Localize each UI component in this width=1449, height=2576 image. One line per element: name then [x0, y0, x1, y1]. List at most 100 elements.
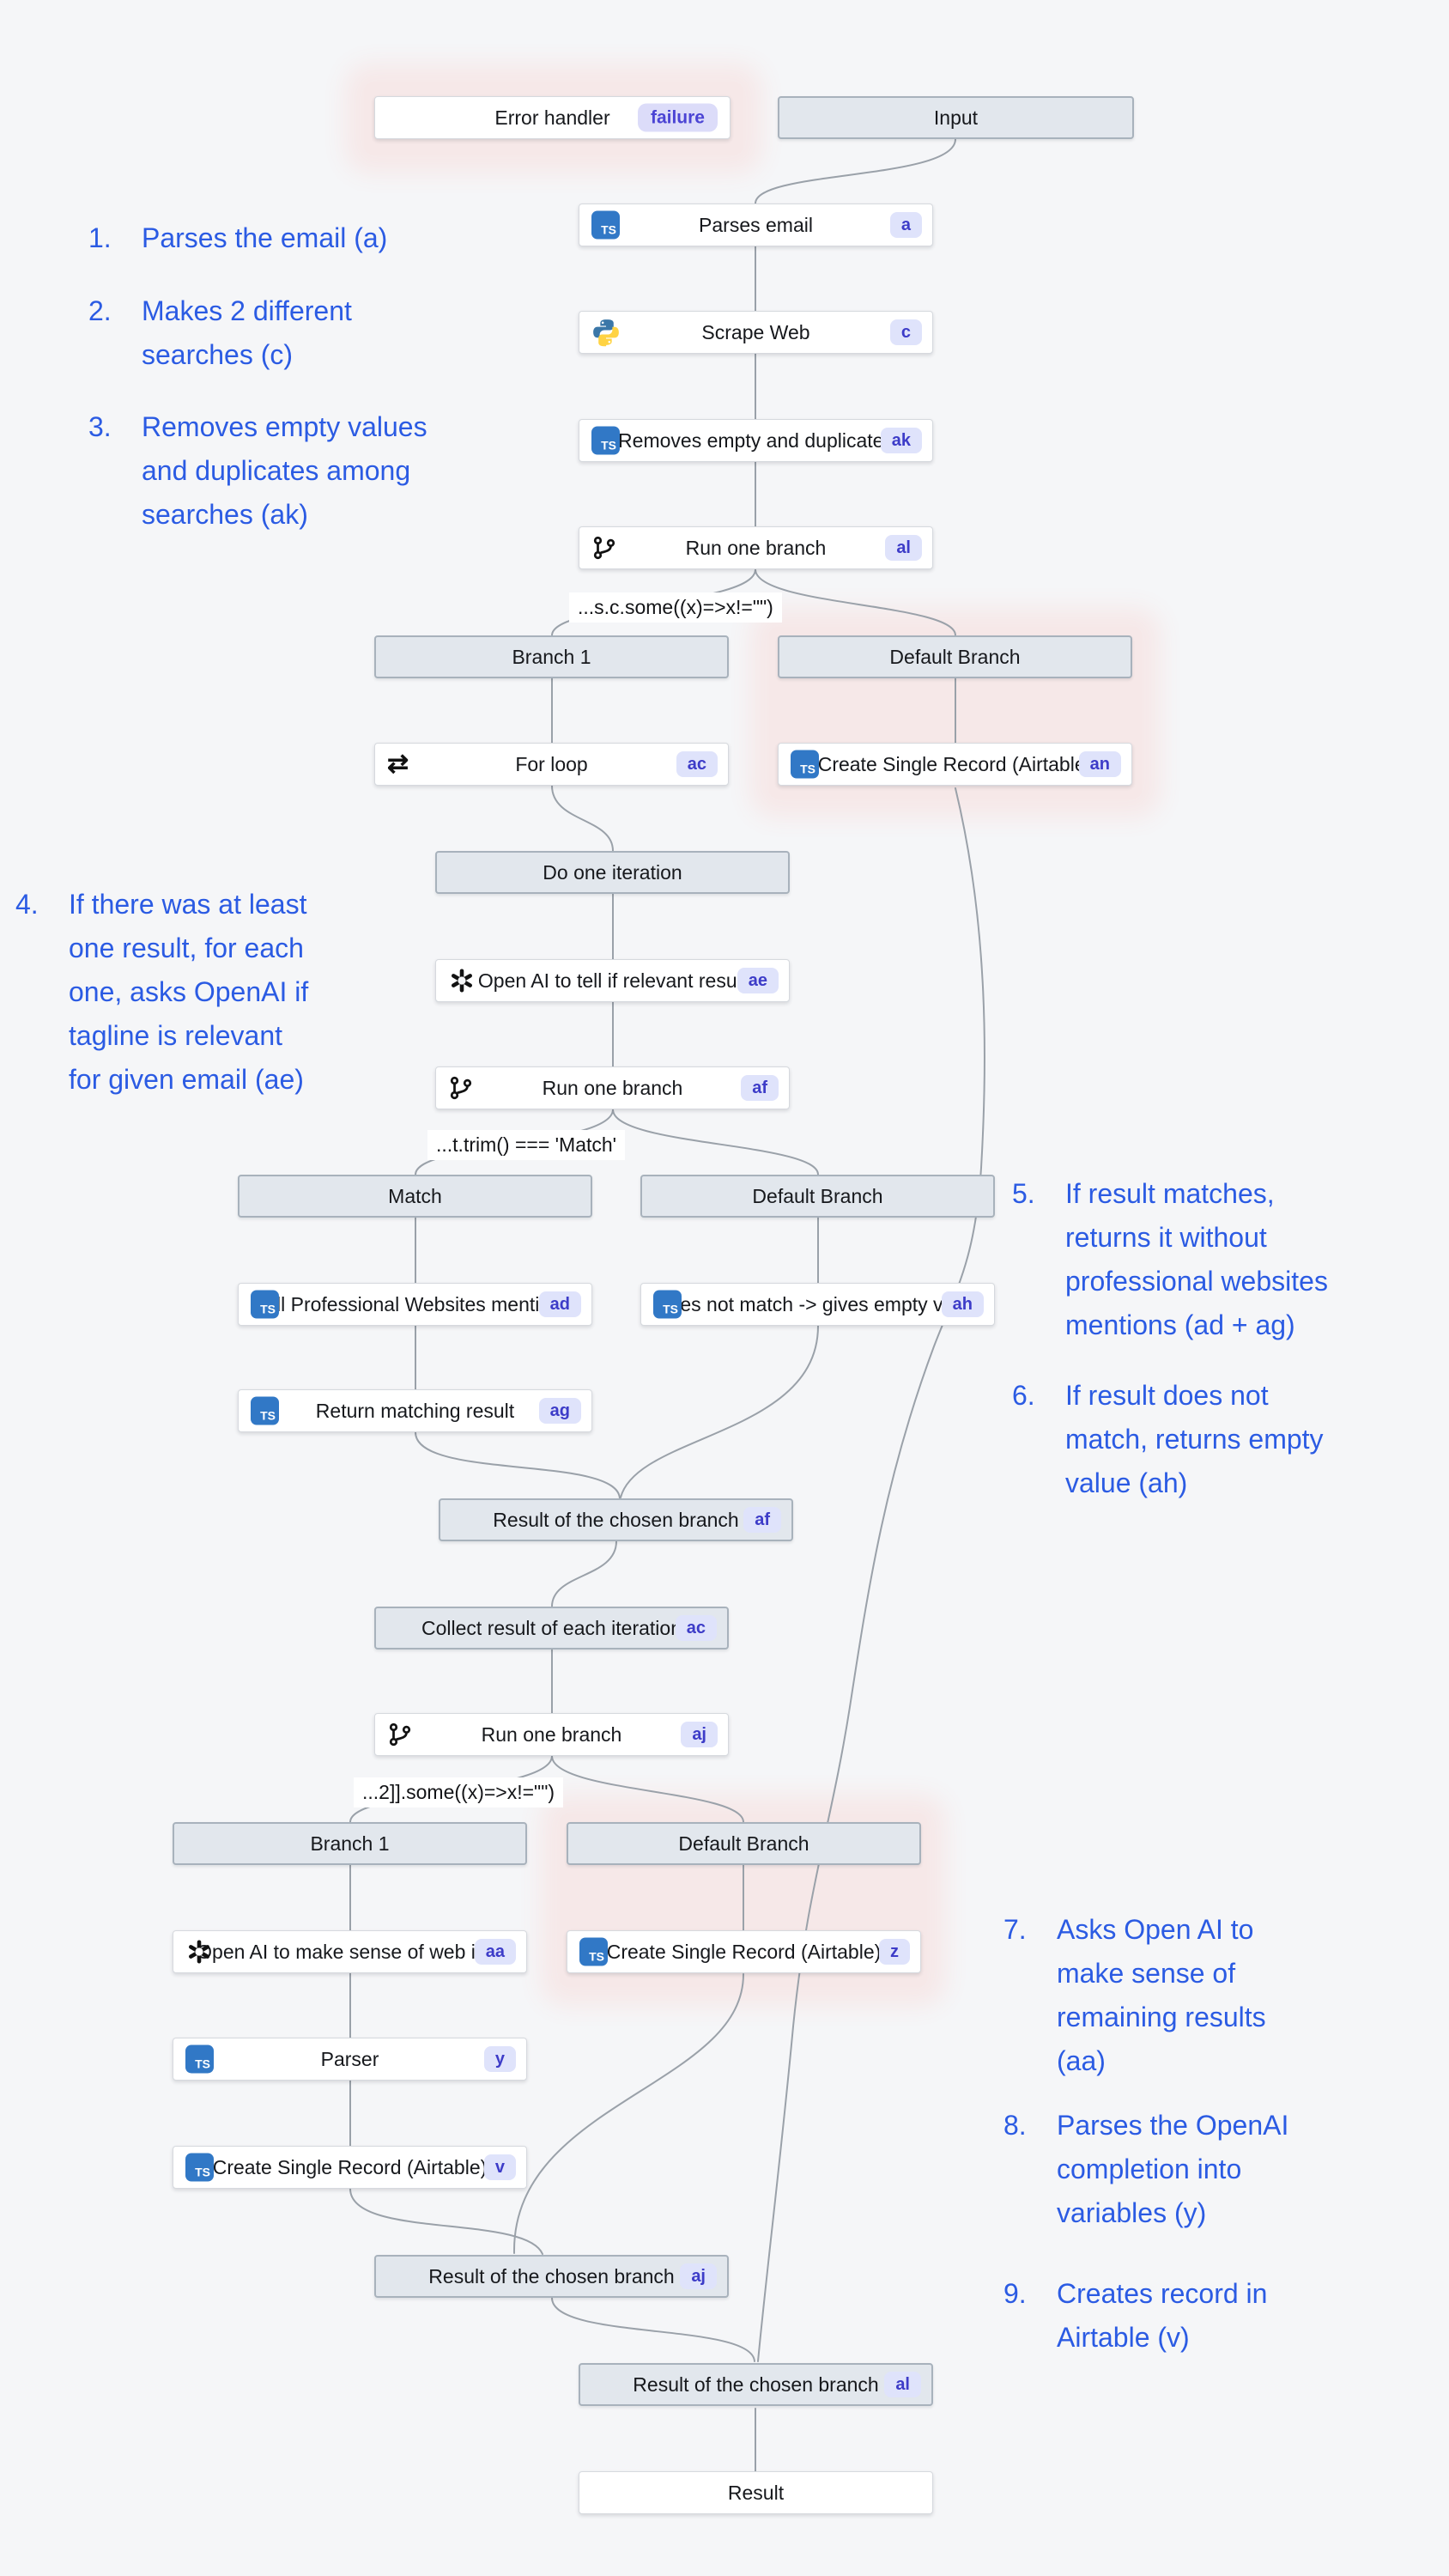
node-result-chosen-al[interactable]: Result of the chosen branch al: [579, 2363, 933, 2406]
node-create-record-v[interactable]: TS Create Single Record (Airtable) v: [173, 2146, 527, 2189]
annotation-item: 5. If result matches, returns it without…: [1012, 1172, 1328, 1347]
node-error-handler[interactable]: Error handler failure: [374, 96, 731, 139]
node-label: Branch 1: [310, 1832, 390, 1855]
node-label: Create Single Record (Airtable): [817, 752, 1093, 775]
condition-label: ...t.trim() === 'Match': [427, 1130, 626, 1160]
annotation-number: 1.: [88, 222, 112, 253]
annotation-number: 4.: [15, 889, 39, 920]
node-label: Default Branch: [889, 645, 1021, 668]
node-removes-empty[interactable]: TS Removes empty and duplicates ak: [579, 419, 933, 462]
node-label: Default Branch: [678, 1832, 809, 1855]
node-input[interactable]: Input: [778, 96, 1134, 139]
annotation-item: 4. If there was at least one result, for…: [15, 883, 308, 1102]
node-label: Do one iteration: [543, 860, 682, 884]
node-do-one-iteration[interactable]: Do one iteration: [435, 851, 790, 894]
node-badge: c: [889, 319, 922, 345]
node-badge: ag: [538, 1398, 581, 1424]
node-label: Scrape Web: [701, 320, 810, 343]
node-label: Result of the chosen branch: [633, 2372, 879, 2396]
branch-icon: [448, 1075, 474, 1101]
annotation-text: Parses the email (a): [142, 222, 388, 253]
annotation-text: Creates record in Airtable (v): [1057, 2278, 1268, 2353]
annotation-item: 8. Parses the OpenAI completion into var…: [1003, 2104, 1288, 2235]
node-branch1-top[interactable]: Branch 1: [374, 635, 729, 678]
loop-icon: ⇄: [387, 750, 409, 778]
annotation-text: Asks Open AI to make sense of remaining …: [1057, 1914, 1266, 2076]
openai-icon: [448, 967, 476, 994]
python-icon: [591, 318, 621, 347]
node-result-chosen-aj[interactable]: Result of the chosen branch aj: [374, 2255, 729, 2298]
typescript-icon: TS: [251, 1396, 279, 1425]
openai-icon: [185, 1938, 213, 1965]
node-label: Collect result of each iteration: [421, 1616, 682, 1639]
node-label: Branch 1: [512, 645, 591, 668]
node-does-not-match[interactable]: TS Does not match -> gives empty value a…: [640, 1283, 995, 1326]
node-result[interactable]: Result: [579, 2471, 933, 2514]
node-label: Default Branch: [752, 1184, 883, 1207]
annotation-item: 3. Removes empty values and duplicates a…: [88, 405, 427, 537]
typescript-icon: TS: [653, 1290, 682, 1319]
node-result-chosen-af[interactable]: Result of the chosen branch af: [439, 1498, 793, 1541]
node-label: Result of the chosen branch: [493, 1508, 739, 1531]
node-create-record-an[interactable]: TS Create Single Record (Airtable) an: [778, 743, 1132, 786]
annotation-number: 7.: [1003, 1914, 1027, 1945]
node-match-header[interactable]: Match: [238, 1175, 592, 1218]
typescript-icon: TS: [251, 1290, 279, 1319]
typescript-icon: TS: [579, 1937, 608, 1966]
condition-label: ...s.c.some((x)=>x!=""): [569, 592, 782, 623]
node-badge: ae: [737, 968, 779, 993]
annotation-number: 2.: [88, 295, 112, 326]
node-badge: z: [879, 1939, 910, 1965]
node-parses-email[interactable]: TS Parses email a: [579, 204, 933, 246]
node-return-matching[interactable]: TS Return matching result ag: [238, 1389, 592, 1432]
node-label: For loop: [515, 752, 588, 775]
node-badge: aa: [474, 1939, 516, 1965]
node-default-branch-mid[interactable]: Default Branch: [640, 1175, 995, 1218]
node-label: Create Single Record (Airtable): [606, 1940, 882, 1963]
node-badge: v: [483, 2154, 516, 2180]
node-run-one-branch-af[interactable]: Run one branch af: [435, 1066, 790, 1109]
annotation-text: Parses the OpenAI completion into variab…: [1057, 2110, 1289, 2228]
node-label: Open AI to tell if relevant result: [477, 969, 748, 992]
annotation-text: Makes 2 different searches (c): [142, 295, 352, 370]
node-label: Open AI to make sense of web info: [197, 1940, 503, 1963]
node-kill-mentions[interactable]: TS Kill Professional Websites mentions a…: [238, 1283, 592, 1326]
node-run-one-branch-aj[interactable]: Run one branch aj: [374, 1713, 729, 1756]
branch-icon: [387, 1722, 413, 1747]
typescript-icon: TS: [591, 210, 620, 240]
annotation-item: 6. If result does not match, returns emp…: [1012, 1374, 1324, 1505]
node-branch1-bottom[interactable]: Branch 1: [173, 1822, 527, 1865]
typescript-icon: TS: [185, 2153, 214, 2182]
node-for-loop[interactable]: ⇄ For loop ac: [374, 743, 729, 786]
node-badge: aj: [680, 2263, 717, 2289]
node-badge: ac: [676, 751, 718, 777]
node-parser[interactable]: TS Parser y: [173, 2038, 527, 2081]
typescript-icon: TS: [791, 750, 819, 779]
node-badge: ak: [880, 428, 922, 453]
annotation-number: 5.: [1012, 1178, 1035, 1209]
node-label: Run one branch: [685, 536, 827, 559]
node-openai-sense[interactable]: Open AI to make sense of web info aa: [173, 1930, 527, 1973]
node-create-record-z[interactable]: TS Create Single Record (Airtable) z: [567, 1930, 921, 1973]
node-scrape-web[interactable]: Scrape Web c: [579, 311, 933, 354]
node-label: Run one branch: [481, 1722, 622, 1746]
node-badge: aj: [681, 1722, 718, 1747]
node-run-one-branch-al[interactable]: Run one branch al: [579, 526, 933, 569]
node-badge: ah: [941, 1291, 984, 1317]
node-badge: af: [743, 1507, 781, 1533]
annotation-item: 7. Asks Open AI to make sense of remaini…: [1003, 1908, 1266, 2083]
node-default-branch-top[interactable]: Default Branch: [778, 635, 1132, 678]
node-collect-result[interactable]: Collect result of each iteration ac: [374, 1607, 729, 1649]
node-label: Parses email: [699, 213, 813, 236]
typescript-icon: TS: [591, 426, 620, 455]
annotation-number: 3.: [88, 411, 112, 442]
node-default-branch-bottom[interactable]: Default Branch: [567, 1822, 921, 1865]
node-label: Error handler: [494, 106, 610, 129]
node-badge: al: [885, 535, 922, 561]
annotation-number: 8.: [1003, 2110, 1027, 2141]
annotation-item: 9. Creates record in Airtable (v): [1003, 2272, 1267, 2360]
node-openai-relevant[interactable]: Open AI to tell if relevant result ae: [435, 959, 790, 1002]
node-badge: af: [741, 1075, 779, 1101]
annotation-text: Removes empty values and duplicates amon…: [142, 411, 427, 530]
